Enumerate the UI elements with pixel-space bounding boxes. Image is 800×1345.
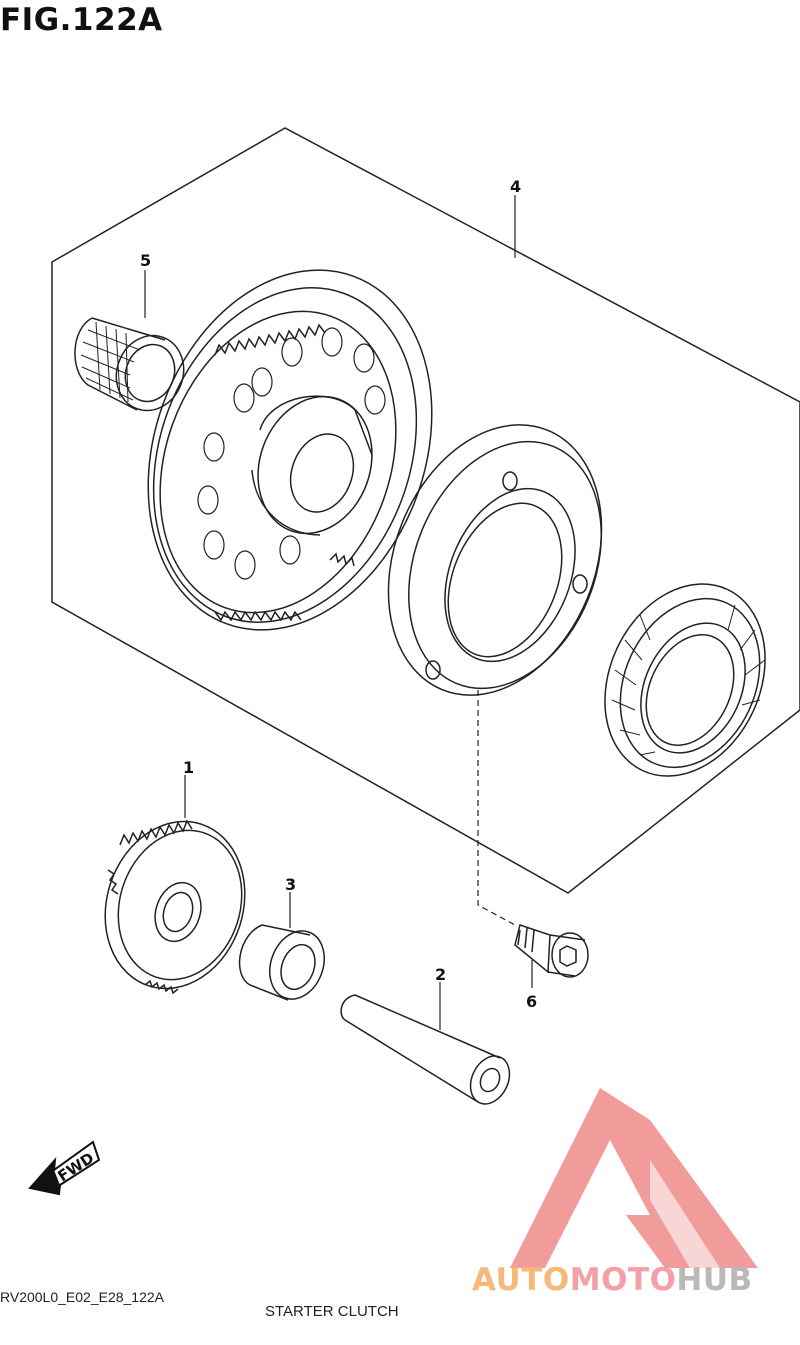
bushing-part-3 xyxy=(238,924,325,1001)
callout-3: 3 xyxy=(285,875,296,894)
needle-bearing-part-5 xyxy=(74,317,185,412)
idle-gear-part-1 xyxy=(104,819,246,995)
callout-5: 5 xyxy=(140,251,151,270)
one-way-clutch-housing xyxy=(387,424,603,696)
figure-code: RV200L0_E02_E28_122A xyxy=(0,1289,165,1305)
callout-2: 2 xyxy=(435,965,446,984)
figure-title: FIG.122A xyxy=(0,2,163,38)
watermark-logo-icon xyxy=(510,1088,758,1268)
shaft-part-2 xyxy=(340,994,511,1105)
watermark-brand-text: AUTOMOTOHUB xyxy=(472,1262,753,1298)
brand-part-auto: AUTO xyxy=(472,1262,570,1298)
brand-part-moto: MOTO xyxy=(569,1262,677,1298)
assembly-outline xyxy=(51,127,800,894)
starter-driven-gear xyxy=(147,269,433,631)
callout-4: 4 xyxy=(510,177,521,196)
leader-lines xyxy=(144,195,533,1030)
one-way-clutch-sprag xyxy=(604,583,766,777)
figure-name: STARTER CLUTCH xyxy=(265,1303,399,1320)
brand-part-hub: HUB xyxy=(676,1262,753,1298)
callout-6: 6 xyxy=(526,992,537,1011)
callout-1: 1 xyxy=(183,758,194,777)
bolt-part-6 xyxy=(514,924,589,978)
forward-direction-arrow-icon: FWD xyxy=(28,1140,101,1196)
